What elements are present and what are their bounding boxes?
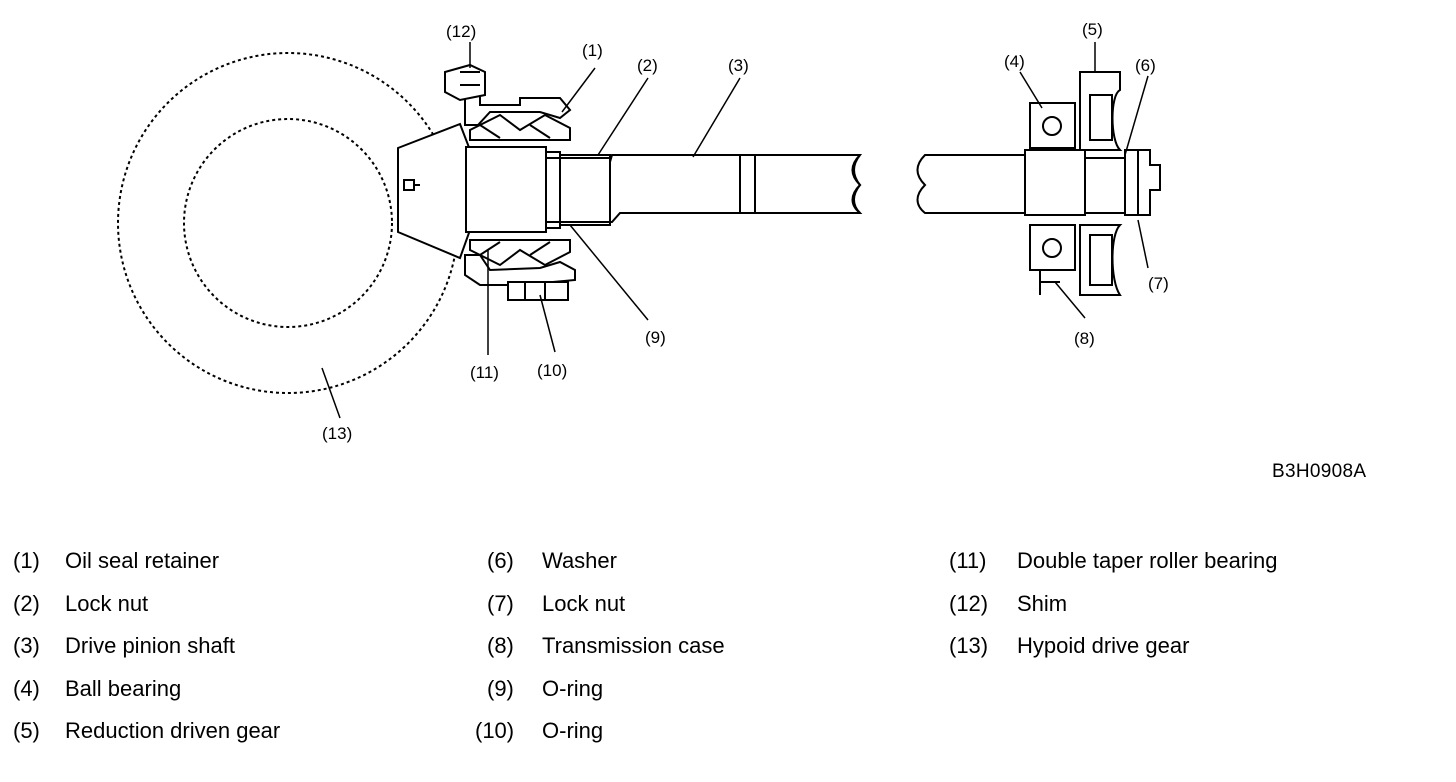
legend-num: (2)	[13, 590, 40, 616]
legend-label: Transmission case	[542, 633, 725, 658]
callout-11: (11)	[470, 363, 499, 382]
legend-label: Shim	[1017, 590, 1068, 616]
legend-label: Reduction driven gear	[65, 718, 281, 743]
legend-num: (13)	[949, 633, 989, 658]
callout-2: (2)	[637, 56, 658, 75]
callout-13: (13)	[322, 424, 352, 443]
callout-1: (1)	[582, 41, 603, 60]
legend-num: (1)	[13, 548, 40, 573]
legend-label: Lock nut	[542, 590, 626, 616]
callout-8: (8)	[1074, 329, 1095, 348]
legend-label: Lock nut	[65, 590, 149, 616]
callout-12: (12)	[446, 22, 476, 41]
callout-5: (5)	[1082, 20, 1103, 39]
legend-label: Oil seal retainer	[65, 548, 220, 573]
legend-num: (11)	[949, 548, 987, 573]
legend-num: (4)	[13, 675, 40, 701]
reduction-driven-gear-top	[1079, 71, 1123, 151]
callout-4: (4)	[1004, 52, 1025, 71]
figure-id: B3H0908A	[1272, 461, 1367, 482]
legend-label: Drive pinion shaft	[65, 633, 235, 658]
bearing-housing	[465, 146, 547, 233]
legend-num: (3)	[13, 633, 40, 658]
legend-label: O-ring	[542, 718, 604, 743]
callout-10: (10)	[537, 361, 567, 380]
legend-label: O-ring	[542, 675, 604, 701]
legend: (1) Oil seal retainer (2) Lock nut (3) Driv…	[0, 548, 1456, 778]
ball-bearing-top	[1029, 102, 1076, 149]
legend-num: (6)	[487, 548, 514, 573]
legend-label: Double taper roller bearing	[1017, 548, 1278, 573]
callout-7: (7)	[1148, 274, 1169, 293]
legend-label: Hypoid drive gear	[1017, 633, 1190, 658]
drive-pinion-diagram: (1) (2) (3) (4) (5) (6) (7) (8) (9) (10)…	[117, 20, 1169, 443]
legend-num: (9)	[487, 675, 514, 701]
legend-num: (8)	[487, 633, 514, 658]
hypoid-gear-inner	[183, 118, 393, 328]
ball-bearing-bottom	[1029, 224, 1076, 271]
callout-6: (6)	[1135, 56, 1156, 75]
legend-num: (5)	[13, 718, 40, 743]
drive-pinion-shaft	[609, 154, 863, 223]
legend-num: (10)	[475, 718, 515, 743]
legend-num: (12)	[949, 590, 989, 616]
legend-num: (7)	[487, 590, 514, 616]
callout-3: (3)	[728, 56, 749, 75]
legend-label: Ball bearing	[65, 675, 182, 701]
callout-9: (9)	[645, 328, 666, 347]
legend-label: Washer	[542, 548, 617, 573]
